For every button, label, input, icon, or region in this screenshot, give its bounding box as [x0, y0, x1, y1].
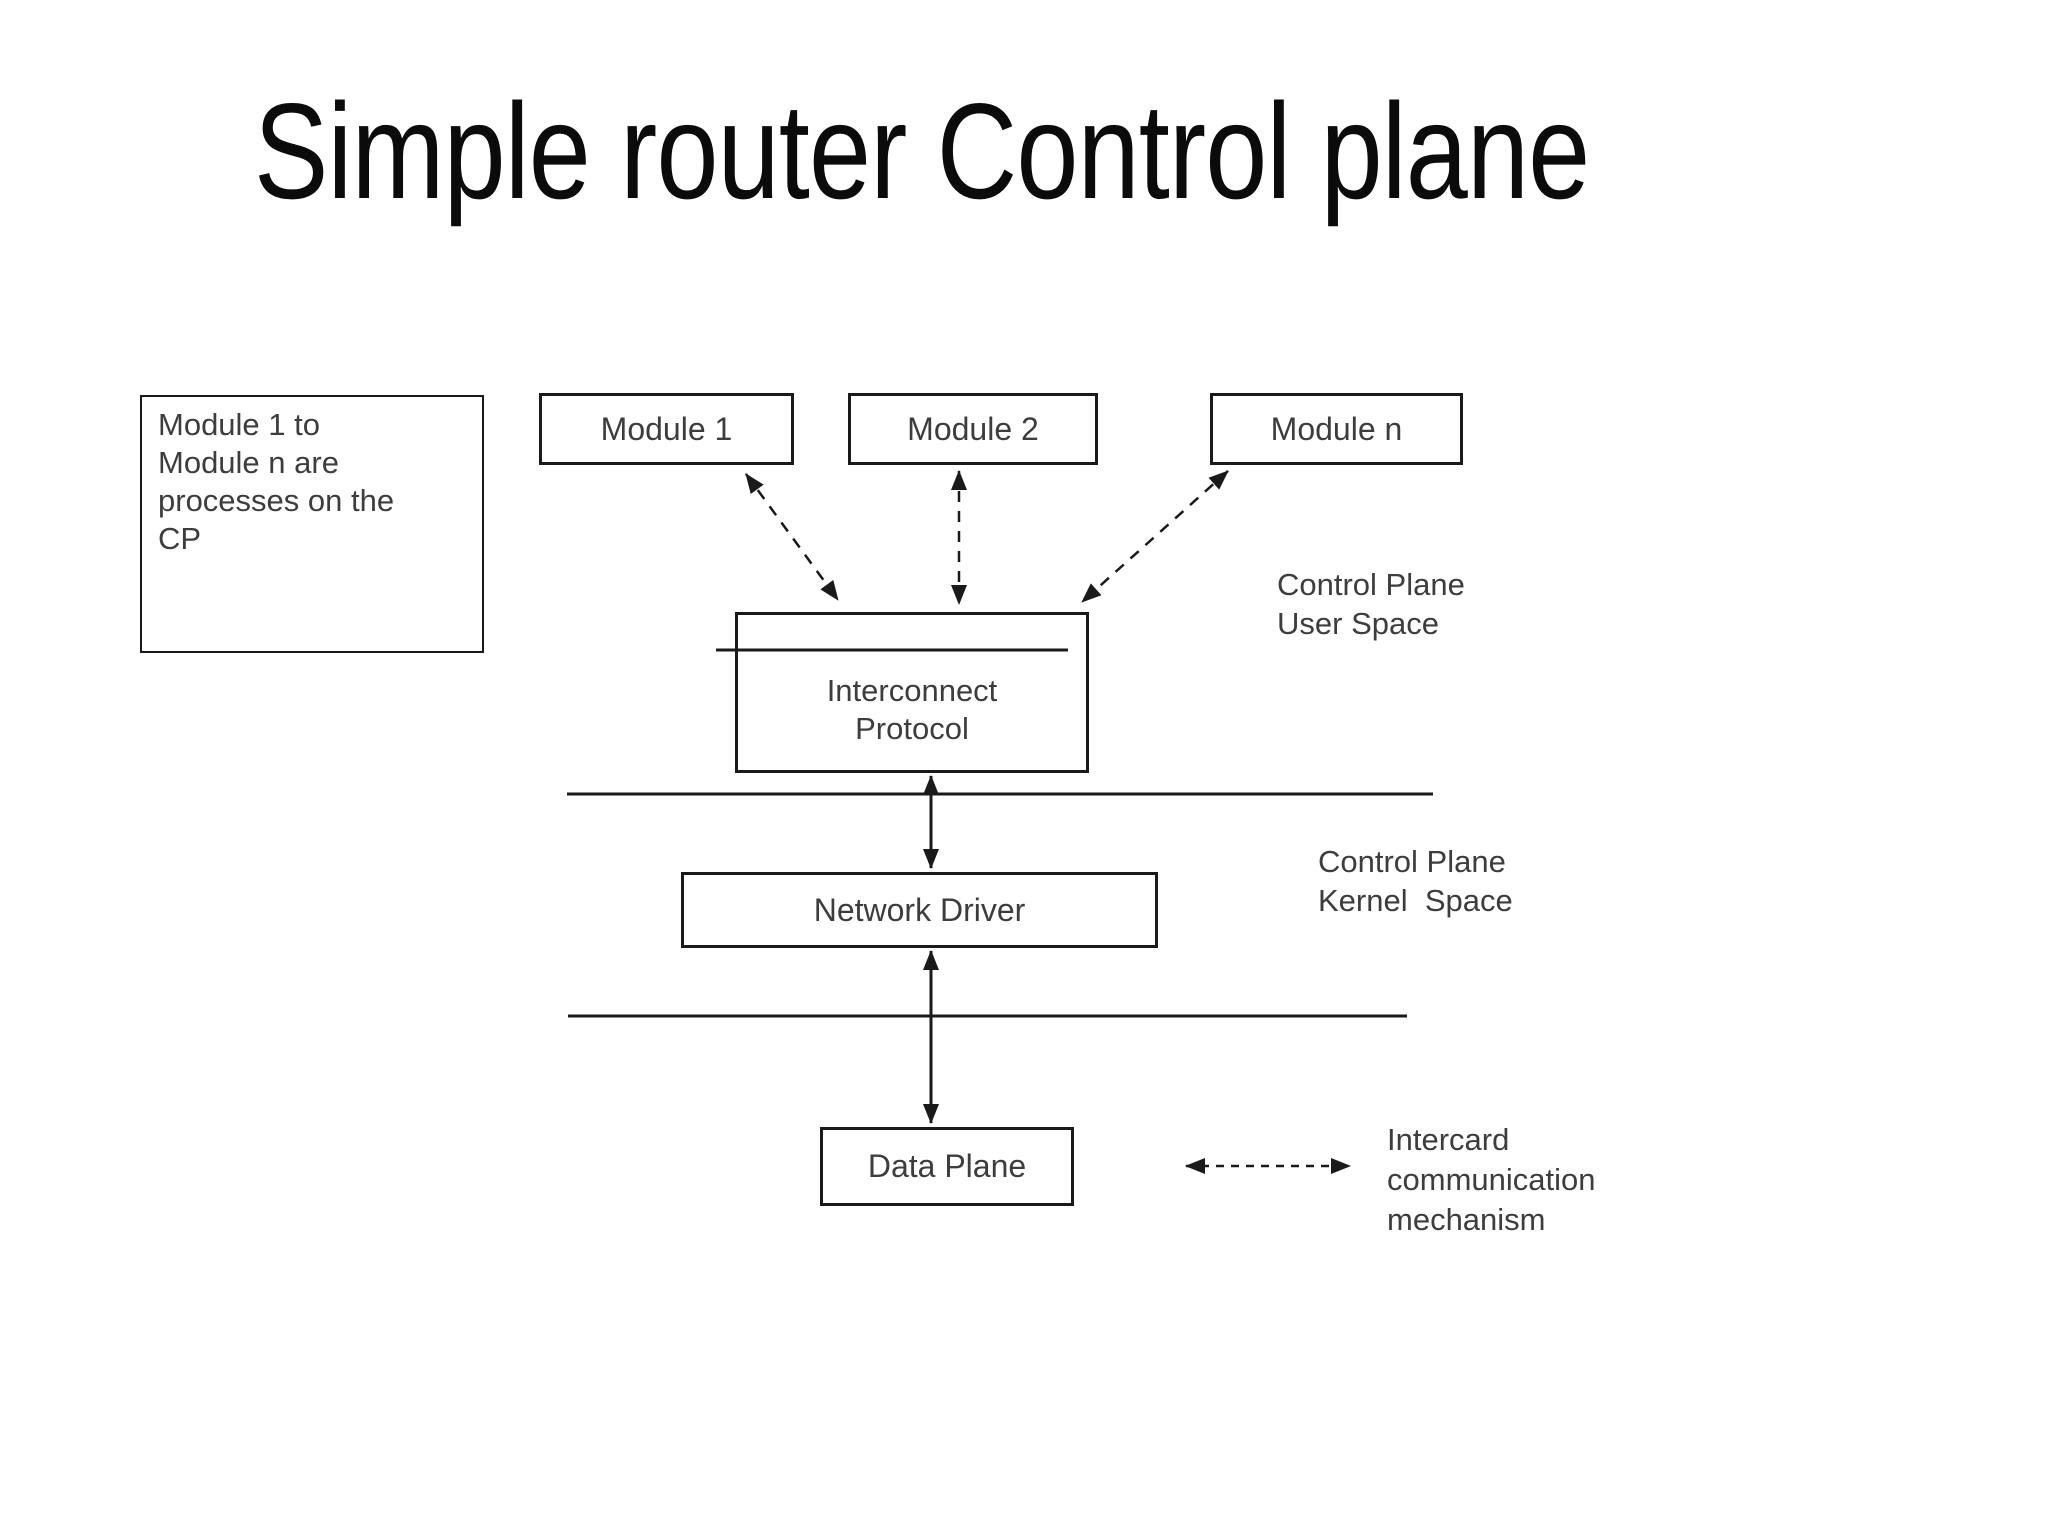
legend-label: Intercard communication mechanism [1387, 1122, 1596, 1237]
label-control-plane-kernel-space: Control Plane Kernel Space [1318, 844, 1513, 918]
interconnect-protocol-label: Interconnect Protocol [826, 673, 998, 746]
interconnect-protocol-box: Interconnect Protocol [735, 612, 1089, 773]
module-n-label: Module n [1270, 410, 1403, 447]
note-text: Module 1 to Module n are processes on th… [158, 407, 395, 556]
module-1-box: Module 1 [539, 393, 794, 465]
data-plane-label: Data Plane [867, 1148, 1027, 1184]
module-2-box: Module 2 [848, 393, 1098, 465]
dashed-arrow-modulen-interconnect [1081, 470, 1229, 603]
data-plane-box: Data Plane [820, 1127, 1074, 1206]
dashed-arrow-module1-interconnect [744, 473, 840, 601]
network-driver-box: Network Driver [681, 872, 1158, 948]
module-2-label: Module 2 [907, 410, 1039, 447]
page-title: Simple router Control plane [254, 75, 1590, 227]
network-driver-label: Network Driver [813, 891, 1026, 928]
module-n-box: Module n [1210, 393, 1463, 465]
module-1-label: Module 1 [600, 410, 733, 447]
note-box: Module 1 to Module n are processes on th… [140, 395, 484, 653]
label-control-plane-user-space: Control Plane User Space [1277, 567, 1465, 641]
